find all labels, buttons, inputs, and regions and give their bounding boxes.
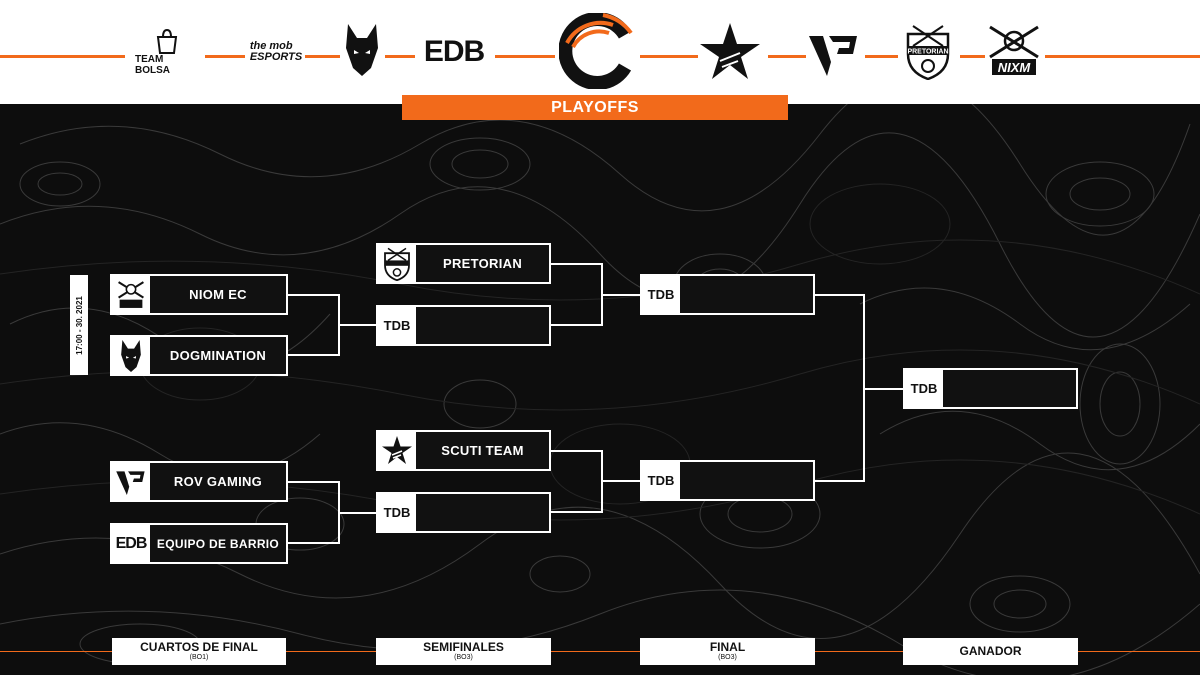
- edb-logo: EDB: [112, 525, 150, 562]
- stage-title: CUARTOS DE FINAL: [140, 640, 258, 654]
- stage-format: (BO3): [718, 654, 737, 661]
- pretorian-logo-text: PRETORIAN: [907, 49, 948, 56]
- semifinal-slot[interactable]: PRETORIAN: [376, 243, 551, 284]
- header-accent-line: [865, 55, 900, 58]
- the-mob-esports-logo: the mob ESPORTS: [250, 30, 302, 74]
- header-accent-line: [1045, 55, 1200, 58]
- match-date-box: 17:00 - 30. 2021: [70, 275, 88, 375]
- header-accent-line: [495, 55, 555, 58]
- header-accent-line: [205, 55, 245, 58]
- bracket-connector: [551, 450, 603, 513]
- stage-format: (BO3): [454, 654, 473, 661]
- semifinal-slot[interactable]: SCUTI TEAM: [376, 430, 551, 471]
- rov-gaming-logo: [112, 463, 150, 500]
- niom-logo: [112, 276, 150, 313]
- dogmination-wolf-logo: [112, 337, 150, 374]
- stage-label-semifinals: SEMIFINALES (BO3): [376, 638, 551, 665]
- header-accent-line: [0, 55, 125, 58]
- stage-label-final: FINAL (BO3): [640, 638, 815, 665]
- tdb-tag: TDB: [642, 276, 680, 313]
- team-name: [416, 494, 549, 531]
- bracket-connector: [288, 294, 340, 356]
- semifinal-slot[interactable]: TDB: [376, 305, 551, 346]
- semifinal-slot[interactable]: TDB: [376, 492, 551, 533]
- team-name: DOGMINATION: [169, 348, 267, 363]
- edb-logo-text: EDB: [423, 35, 485, 68]
- stage-title: SEMIFINALES: [423, 640, 504, 654]
- header-accent-line: [640, 55, 700, 58]
- stage-title: GANADOR: [959, 644, 1022, 658]
- niom-logo: NIXM: [985, 22, 1043, 82]
- header-accent-line: [305, 55, 340, 58]
- pretorian-shield-logo: PRETORIAN: [898, 22, 958, 82]
- quarterfinal-slot[interactable]: DOGMINATION: [110, 335, 288, 376]
- team-bolsa-text: TEAM BOLSA: [135, 54, 170, 76]
- quarterfinal-slot[interactable]: ROV GAMING: [110, 461, 288, 502]
- stage-format: (BO1): [189, 654, 209, 661]
- team-name: ROV GAMING: [173, 474, 263, 489]
- header-accent-line: [960, 55, 985, 58]
- niom-logo-text: NIXM: [998, 60, 1032, 75]
- bracket-connector: [340, 324, 376, 326]
- pretorian-shield-logo: [378, 245, 416, 282]
- match-date: 17:00 - 30. 2021: [74, 295, 84, 355]
- dogmination-wolf-logo: [343, 22, 381, 78]
- header-banner: TEAM BOLSA the mob ESPORTS EDB PRETORIAN…: [0, 0, 1200, 104]
- team-name: [680, 462, 813, 499]
- bracket-connector: [603, 480, 640, 482]
- scuti-star-logo: [378, 432, 416, 469]
- scuti-star-logo: [698, 22, 762, 82]
- bracket-connector: [551, 263, 603, 326]
- header-accent-line: [768, 55, 806, 58]
- tdb-tag: TDB: [378, 494, 416, 531]
- tdb-tag: TDB: [378, 307, 416, 344]
- quarterfinal-slot[interactable]: NIOM EC: [110, 274, 288, 315]
- team-name: SCUTI TEAM: [441, 443, 524, 458]
- tdb-tag: TDB: [905, 370, 943, 407]
- team-name: [680, 276, 813, 313]
- team-name: [416, 307, 549, 344]
- winner-slot[interactable]: TDB: [903, 368, 1078, 409]
- final-slot[interactable]: TDB: [640, 274, 815, 315]
- stage-label-quarterfinals: CUARTOS DE FINAL (BO1): [112, 638, 286, 665]
- the-mob-text: the mob ESPORTS: [249, 40, 303, 63]
- team-name: [943, 370, 1076, 407]
- bracket-connector: [815, 294, 865, 482]
- league-c-logo: [558, 12, 636, 90]
- team-name: EQUIPO DE BARRIO: [156, 536, 280, 551]
- bracket-connector: [340, 512, 376, 514]
- team-name: PRETORIAN: [442, 256, 523, 271]
- stage-label-winner: GANADOR: [903, 638, 1078, 665]
- final-slot[interactable]: TDB: [640, 460, 815, 501]
- footer-accent-line: [0, 651, 1200, 652]
- team-bolsa-logo: TEAM BOLSA: [135, 24, 199, 80]
- topographic-background: [0, 104, 1200, 675]
- rov-gaming-logo: [808, 30, 860, 78]
- team-name: NIOM EC: [189, 287, 247, 302]
- header-accent-line: [385, 55, 415, 58]
- stage-title: FINAL: [709, 640, 746, 654]
- edb-logo: EDB: [418, 32, 490, 72]
- playoffs-title: PLAYOFFS: [402, 95, 788, 120]
- bracket-connector: [288, 481, 340, 544]
- bracket-connector: [865, 388, 903, 390]
- quarterfinal-slot[interactable]: EDB EQUIPO DE BARRIO: [110, 523, 288, 564]
- tdb-tag: TDB: [642, 462, 680, 499]
- bracket-connector: [603, 294, 640, 296]
